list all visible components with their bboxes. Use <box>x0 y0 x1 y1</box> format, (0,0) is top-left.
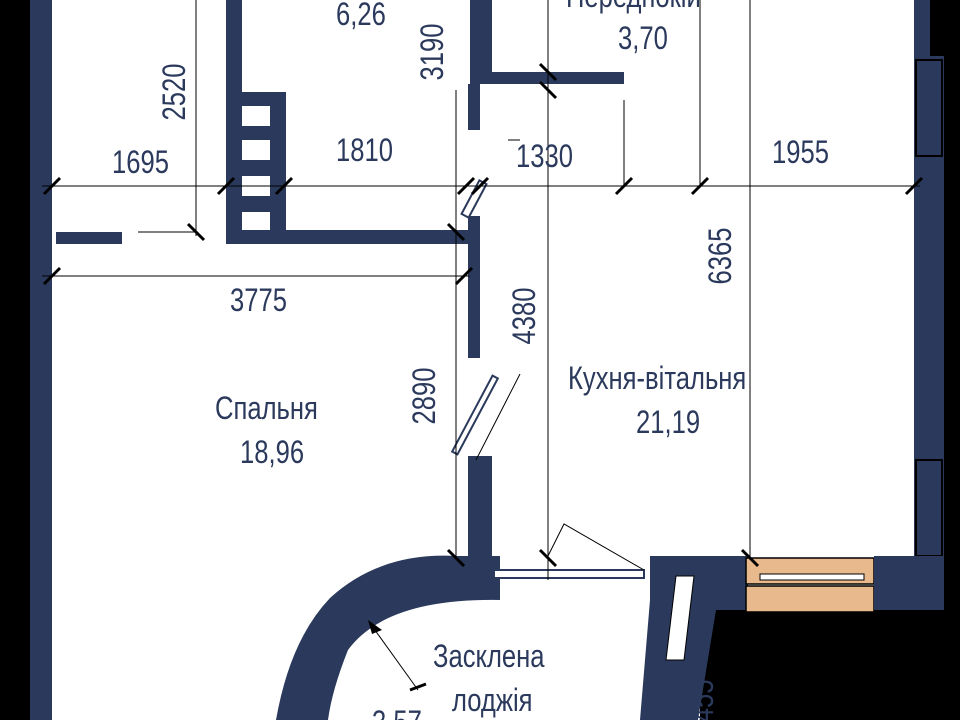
wall-right-gap <box>930 0 944 56</box>
wall-corner-bottom-right <box>874 556 944 610</box>
dim-1810: 1810 <box>336 132 393 168</box>
wall-left-exterior <box>30 0 52 720</box>
shaft-cell-1 <box>242 106 270 126</box>
wall-loggia-curved <box>276 555 500 720</box>
leader-door-bedroom <box>475 373 521 461</box>
left-margin <box>0 0 30 720</box>
loggia-radiator <box>665 575 695 661</box>
window-sill-lower <box>745 585 875 613</box>
wall-loggia-corner <box>456 556 500 576</box>
kitchen-name: Кухня-вітальня <box>568 360 747 396</box>
wall-partition-upper <box>468 216 480 358</box>
loggia-door-frame <box>493 569 645 579</box>
window-right-lower <box>915 459 943 557</box>
dim-1695: 1695 <box>112 144 169 180</box>
wall-hallway-shelf <box>470 72 624 84</box>
dim-2890: 2890 <box>406 367 442 425</box>
dimension-ticks <box>42 62 924 630</box>
dim-1330: 1330 <box>516 138 573 174</box>
dim-4380: 4380 <box>506 287 542 345</box>
bedroom-name: Спальня <box>215 390 318 426</box>
hallway-name: Передпокій <box>566 0 701 12</box>
dim-6365: 6365 <box>702 227 738 285</box>
wall-hallway-stub <box>468 84 480 130</box>
window-right-upper <box>915 59 943 157</box>
loggia-door-swing <box>547 523 645 571</box>
right-margin <box>944 0 960 720</box>
wall-hallway-left <box>470 0 492 84</box>
wall-stub-left <box>56 232 122 244</box>
door-bedroom <box>450 374 500 456</box>
outside-area <box>700 610 960 720</box>
wall-partition-lower <box>468 456 492 560</box>
wall-bathroom-left <box>226 0 242 96</box>
loggia-name: Засклена <box>433 638 545 674</box>
hallway-area: 3,70 <box>618 20 668 56</box>
loggia-arrow-head <box>368 620 382 634</box>
wall-loggia-right <box>640 556 748 720</box>
shaft-cell-4 <box>242 212 270 230</box>
bathroom-area: 6,26 <box>336 0 386 32</box>
bedroom-area: 18,96 <box>240 434 305 470</box>
shaft-cell-2 <box>242 140 270 160</box>
loggia-right-dim <box>699 611 743 720</box>
dim-3190: 3190 <box>414 23 450 81</box>
loggia-dim-line <box>371 625 419 691</box>
loggia-name-line2: лоджія <box>452 682 533 718</box>
dim-3775: 3775 <box>230 282 287 318</box>
dim-2520: 2520 <box>156 63 192 121</box>
dim-1955: 1955 <box>772 134 829 170</box>
kitchen-area: 21,19 <box>636 404 701 440</box>
wall-bathroom-bottom <box>226 230 476 244</box>
window-frame-strip <box>759 573 865 581</box>
dim-1455: 1455 <box>684 679 720 720</box>
loggia-arrow-tick <box>409 682 427 692</box>
loggia-area: 3,57 <box>372 706 422 720</box>
